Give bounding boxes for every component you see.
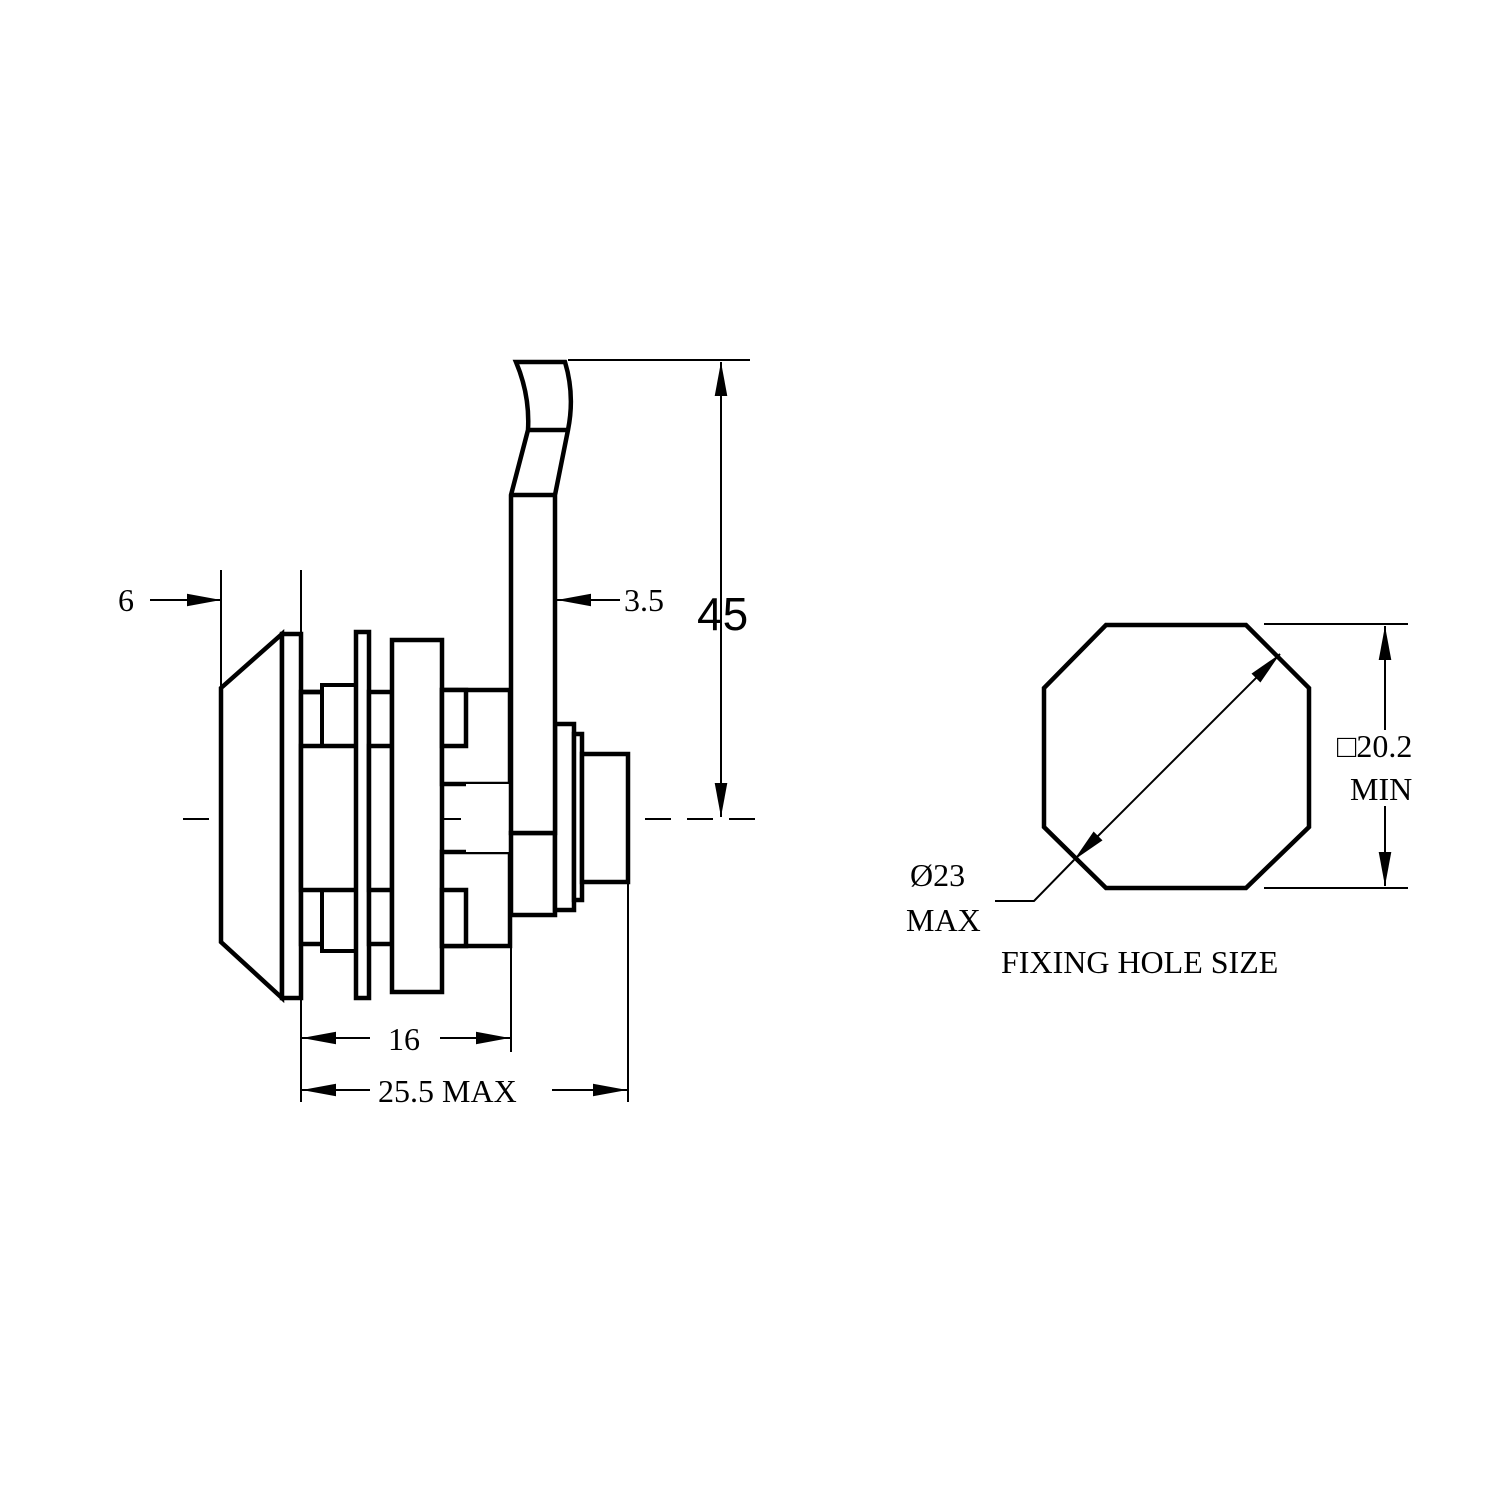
hole-square: □20.2 <box>1337 728 1412 764</box>
side-view: 6 3.5 45 16 25.5 MAX <box>118 359 756 1109</box>
fixing-nut <box>389 637 445 995</box>
hub-lower-step <box>439 887 469 949</box>
dim-overall: 25.5 MAX <box>378 1073 517 1109</box>
cam-arm <box>508 359 574 836</box>
hub-upper-step <box>439 687 469 749</box>
fixing-hole-caption: FIXING HOLE SIZE <box>1001 944 1278 980</box>
hole-diameter-note: MAX <box>906 902 981 938</box>
dim-height: 45 <box>697 588 748 640</box>
body-connector-inner <box>366 743 395 893</box>
lock-face-cone <box>218 629 285 1004</box>
diameter-line <box>1073 653 1281 861</box>
spindle <box>579 751 631 885</box>
diameter-leader <box>995 859 1075 902</box>
dim-front: 6 <box>118 582 134 618</box>
hole-diameter: Ø23 <box>910 857 965 893</box>
lock-flange <box>279 631 304 1001</box>
hole-square-note: MIN <box>1350 771 1412 807</box>
dim-body: 16 <box>388 1021 420 1057</box>
spindle-collar <box>552 721 577 913</box>
hub-center <box>466 784 510 852</box>
fixing-hole-view: Ø23 MAX □20.2 MIN FIXING HOLE SIZE <box>906 622 1412 980</box>
cam-shaft <box>508 830 558 918</box>
dim-cam-thickness: 3.5 <box>624 582 664 618</box>
